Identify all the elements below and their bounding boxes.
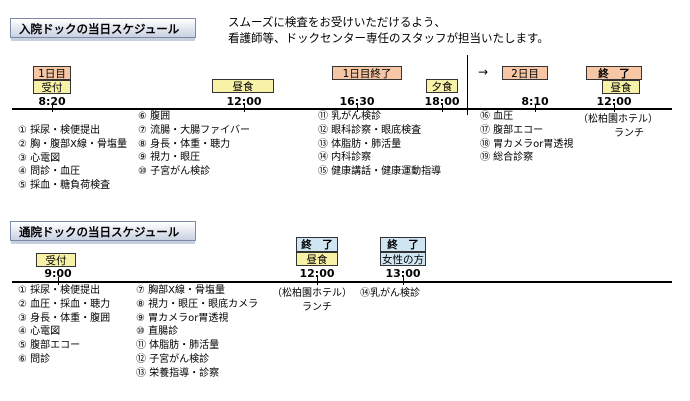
list-item: ⑯ 血圧 (480, 111, 514, 122)
time-8-20: 8:20 (38, 95, 66, 108)
timeline-tick (317, 277, 318, 285)
lunch-note: ランチ (614, 128, 644, 139)
op-finish-label-2: 終 了 (380, 237, 426, 252)
list-item: ① 採尿・検便提出 (18, 285, 101, 296)
outpatient-section-title: 通院ドックの当日スケジュール (10, 221, 196, 244)
list-item: ④ 問診・血圧 (18, 166, 81, 178)
list-item: ④ 心電図 (18, 326, 61, 338)
op-hotel-note: （松柏園ホテル） (272, 288, 352, 299)
day1-end-label: 1日目終了 (332, 66, 402, 80)
op-reception-label: 受付 (36, 253, 76, 267)
list-item: ② 血圧・採血・聴力 (18, 298, 111, 310)
list-item: ③ 心電図 (18, 152, 61, 164)
inpatient-title-text: 入院ドックの当日スケジュール (19, 22, 180, 36)
outpatient-col-1: ① 採尿・検便提出 ② 血圧・採血・聴力 ③ 身長・体重・腹囲 ④ 心電図 ⑤ … (18, 284, 110, 367)
list-item: ① 採尿・検便提出 (18, 125, 101, 136)
lunch2-label: 昼食 (602, 80, 640, 94)
op-finish-label: 終 了 (296, 237, 338, 252)
timeline-tick (357, 104, 358, 112)
list-item: ⑰ 腹部エコー (480, 124, 544, 136)
list-item: ⑱ 胃カメラor胃透視 (480, 138, 574, 150)
inpatient-col-4: ⑯ 血圧 ⑰ 腹部エコー ⑱ 胃カメラor胃透視 ⑲ 総合診察 (480, 110, 573, 165)
day1-label: 1日目 (33, 66, 71, 80)
op-lunch-label: 昼食 (296, 252, 338, 266)
finish-label: 終 了 (586, 66, 642, 80)
outpatient-title-text: 通院ドックの当日スケジュール (19, 225, 180, 239)
list-item: ⑤ 腹部エコー (18, 340, 81, 352)
inpatient-col-3: ⑪ 乳がん検診 ⑫ 眼科診察・眼底検査 ⑬ 体脂肪・肺活量 ⑭ 内科診察 ⑮ 健… (318, 110, 441, 179)
dinner-label: 夕食 (426, 79, 458, 93)
op-lunch-note: ランチ (302, 302, 332, 313)
inpatient-col-1: ① 採尿・検便提出 ② 胸・腹部X線・骨塩量 ③ 心電図 ④ 問診・血圧 ⑤ 採… (18, 124, 127, 193)
time-12-00-day2: 12:00 (596, 95, 632, 108)
time-18-00: 18:00 (424, 95, 460, 108)
list-item: ⑦ 流腸・大腸ファイバー (138, 124, 250, 136)
arrow-icon: → (478, 65, 489, 79)
title-underline (11, 38, 195, 41)
timeline-tick (403, 277, 404, 285)
intro-text: スムーズに検査をお受けいただけるよう、 看護師等、ドックセンター専任のスタッフが… (228, 14, 549, 46)
list-item: ⑬ 栄養指導・診察 (136, 367, 220, 379)
outpatient-col-2: ⑦ 胸部X線・骨塩量 ⑧ 視力・眼圧・眼底カメラ ⑨ 胃カメラor胃透視 ⑩ 直… (136, 284, 258, 381)
timeline-tick (244, 104, 245, 112)
list-item: ⑲ 総合診察 (480, 152, 534, 164)
list-item: ⑭ 内科診察 (318, 152, 372, 164)
list-item: ⑪ 乳がん検診 (318, 111, 382, 122)
day-divider (467, 55, 468, 115)
title-underline (11, 241, 195, 244)
timeline-tick (535, 104, 536, 112)
list-item: ⑪ 体脂肪・肺活量 (136, 340, 220, 352)
list-item: ⑦ 胸部X線・骨塩量 (136, 285, 225, 296)
op-time-9-00: 9:00 (44, 267, 72, 280)
timeline-tick (614, 104, 615, 112)
inpatient-col-2: ⑥ 腹囲 ⑦ 流腸・大腸ファイバー ⑧ 身長・体重・聴力 ⑨ 視力・眼圧 ⑩ 子… (138, 110, 250, 179)
list-item: ⑧ 身長・体重・聴力 (138, 138, 231, 150)
list-item: ⑨ 胃カメラor胃透視 (136, 312, 229, 324)
list-item: ③ 身長・体重・腹囲 (18, 312, 111, 324)
day2-label: 2日目 (502, 66, 548, 80)
lunch-label: 昼食 (212, 79, 274, 93)
list-item: ⑫ 眼科診察・眼底検査 (318, 124, 422, 136)
list-item: ⑩ 直腸診 (136, 326, 179, 338)
list-item: ⑮ 健康講話・健康運動指導 (318, 166, 442, 178)
reception-label: 受付 (33, 80, 71, 94)
op-women-label: 女性の方 (380, 252, 426, 266)
time-12-00: 12:00 (226, 95, 262, 108)
timeline-tick (52, 104, 53, 112)
op-time-13-00: 13:00 (385, 267, 421, 280)
timeline-tick (58, 277, 59, 285)
intro-line-2: 看護師等、ドックセンター専任のスタッフが担当いたします。 (228, 31, 549, 45)
list-item: ⑬ 体脂肪・肺活量 (318, 138, 402, 150)
list-item: ⑤ 採血・糖負荷検査 (18, 180, 111, 192)
hotel-note: （松柏園ホテル） (578, 114, 658, 125)
inpatient-timeline (12, 108, 672, 110)
op-time-12-00: 12:00 (299, 267, 335, 280)
inpatient-section-title: 入院ドックの当日スケジュール (10, 18, 196, 41)
list-item: ② 胸・腹部X線・骨塩量 (18, 138, 127, 150)
outpatient-timeline (12, 281, 672, 283)
op-breast-note: ⑭乳がん検診 (360, 288, 420, 299)
timeline-tick (442, 104, 443, 112)
list-item: ⑥ 腹囲 (138, 111, 171, 122)
list-item: ⑩ 子宮がん検診 (138, 166, 211, 178)
list-item: ⑥ 問診 (18, 353, 51, 365)
time-8-10: 8:10 (521, 95, 549, 108)
time-16-30: 16:30 (339, 95, 375, 108)
list-item: ⑨ 視力・眼圧 (138, 152, 201, 164)
list-item: ⑧ 視力・眼圧・眼底カメラ (136, 298, 259, 310)
intro-line-1: スムーズに検査をお受けいただけるよう、 (228, 15, 446, 29)
list-item: ⑫ 子宮がん検診 (136, 353, 210, 365)
